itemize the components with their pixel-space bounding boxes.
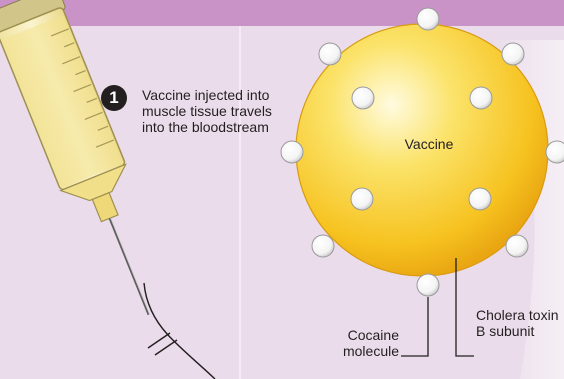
top-band <box>0 0 564 26</box>
cholera-toxin-label: Cholera toxin B subunit <box>476 307 561 339</box>
step-number-badge: 1 <box>101 85 127 111</box>
vaccine-label: Vaccine <box>394 136 464 152</box>
vaccine-particle-icon <box>281 8 564 296</box>
cocaine-molecule-label: Cocaine molecule <box>329 327 399 359</box>
step-description: Vaccine injected into muscle tissue trav… <box>142 87 287 135</box>
